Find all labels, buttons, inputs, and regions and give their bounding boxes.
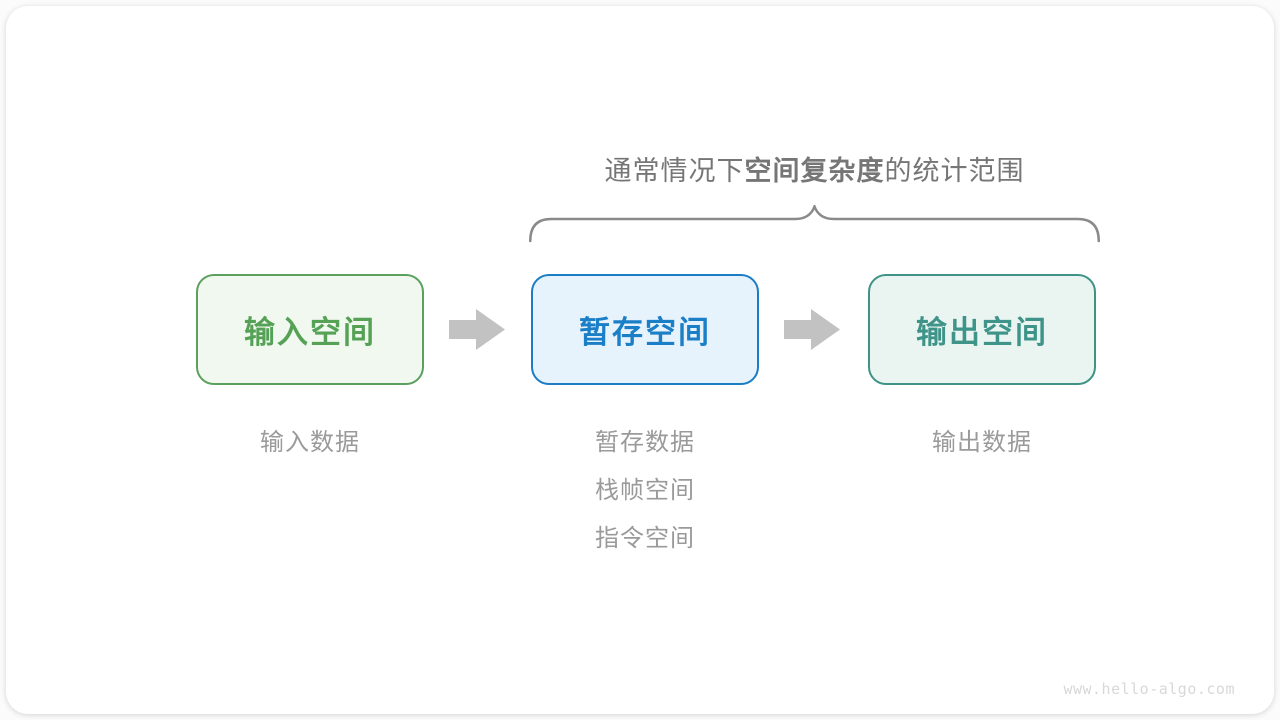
diagram-card: 通常情况下空间复杂度的统计范围 输入空间 暂存空间 输出空间 输入数据 暂存数据…: [6, 6, 1274, 714]
title-suffix: 的统计范围: [884, 156, 1025, 186]
input-space-box: 输入空间: [196, 274, 424, 385]
temporary-space-notes: 暂存数据 栈帧空间 指令空间: [531, 419, 759, 563]
arrow-shape: [449, 309, 505, 350]
brace-path: [529, 205, 1100, 243]
output-space-notes: 输出数据: [868, 419, 1096, 467]
output-space-box: 输出空间: [868, 274, 1096, 385]
arrow-right-icon: [784, 309, 840, 350]
title-emphasis: 空间复杂度: [744, 156, 885, 186]
note-line: 输入数据: [260, 429, 360, 456]
note-line: 输出数据: [932, 429, 1032, 456]
arrow-shape: [784, 309, 840, 350]
arrow-right-icon: [449, 309, 505, 350]
watermark: www.hello-algo.com: [1063, 680, 1235, 698]
temporary-space-label: 暂存空间: [579, 315, 711, 350]
input-space-label: 输入空间: [244, 315, 376, 350]
scope-brace: [529, 205, 1100, 243]
temporary-space-box: 暂存空间: [531, 274, 759, 385]
note-line: 指令空间: [595, 525, 695, 552]
diagram-title: 通常情况下空间复杂度的统计范围: [529, 149, 1100, 188]
note-line: 暂存数据: [595, 429, 695, 456]
output-space-label: 输出空间: [916, 315, 1048, 350]
note-line: 栈帧空间: [595, 477, 695, 504]
title-prefix: 通常情况下: [604, 156, 745, 186]
input-space-notes: 输入数据: [196, 419, 424, 467]
